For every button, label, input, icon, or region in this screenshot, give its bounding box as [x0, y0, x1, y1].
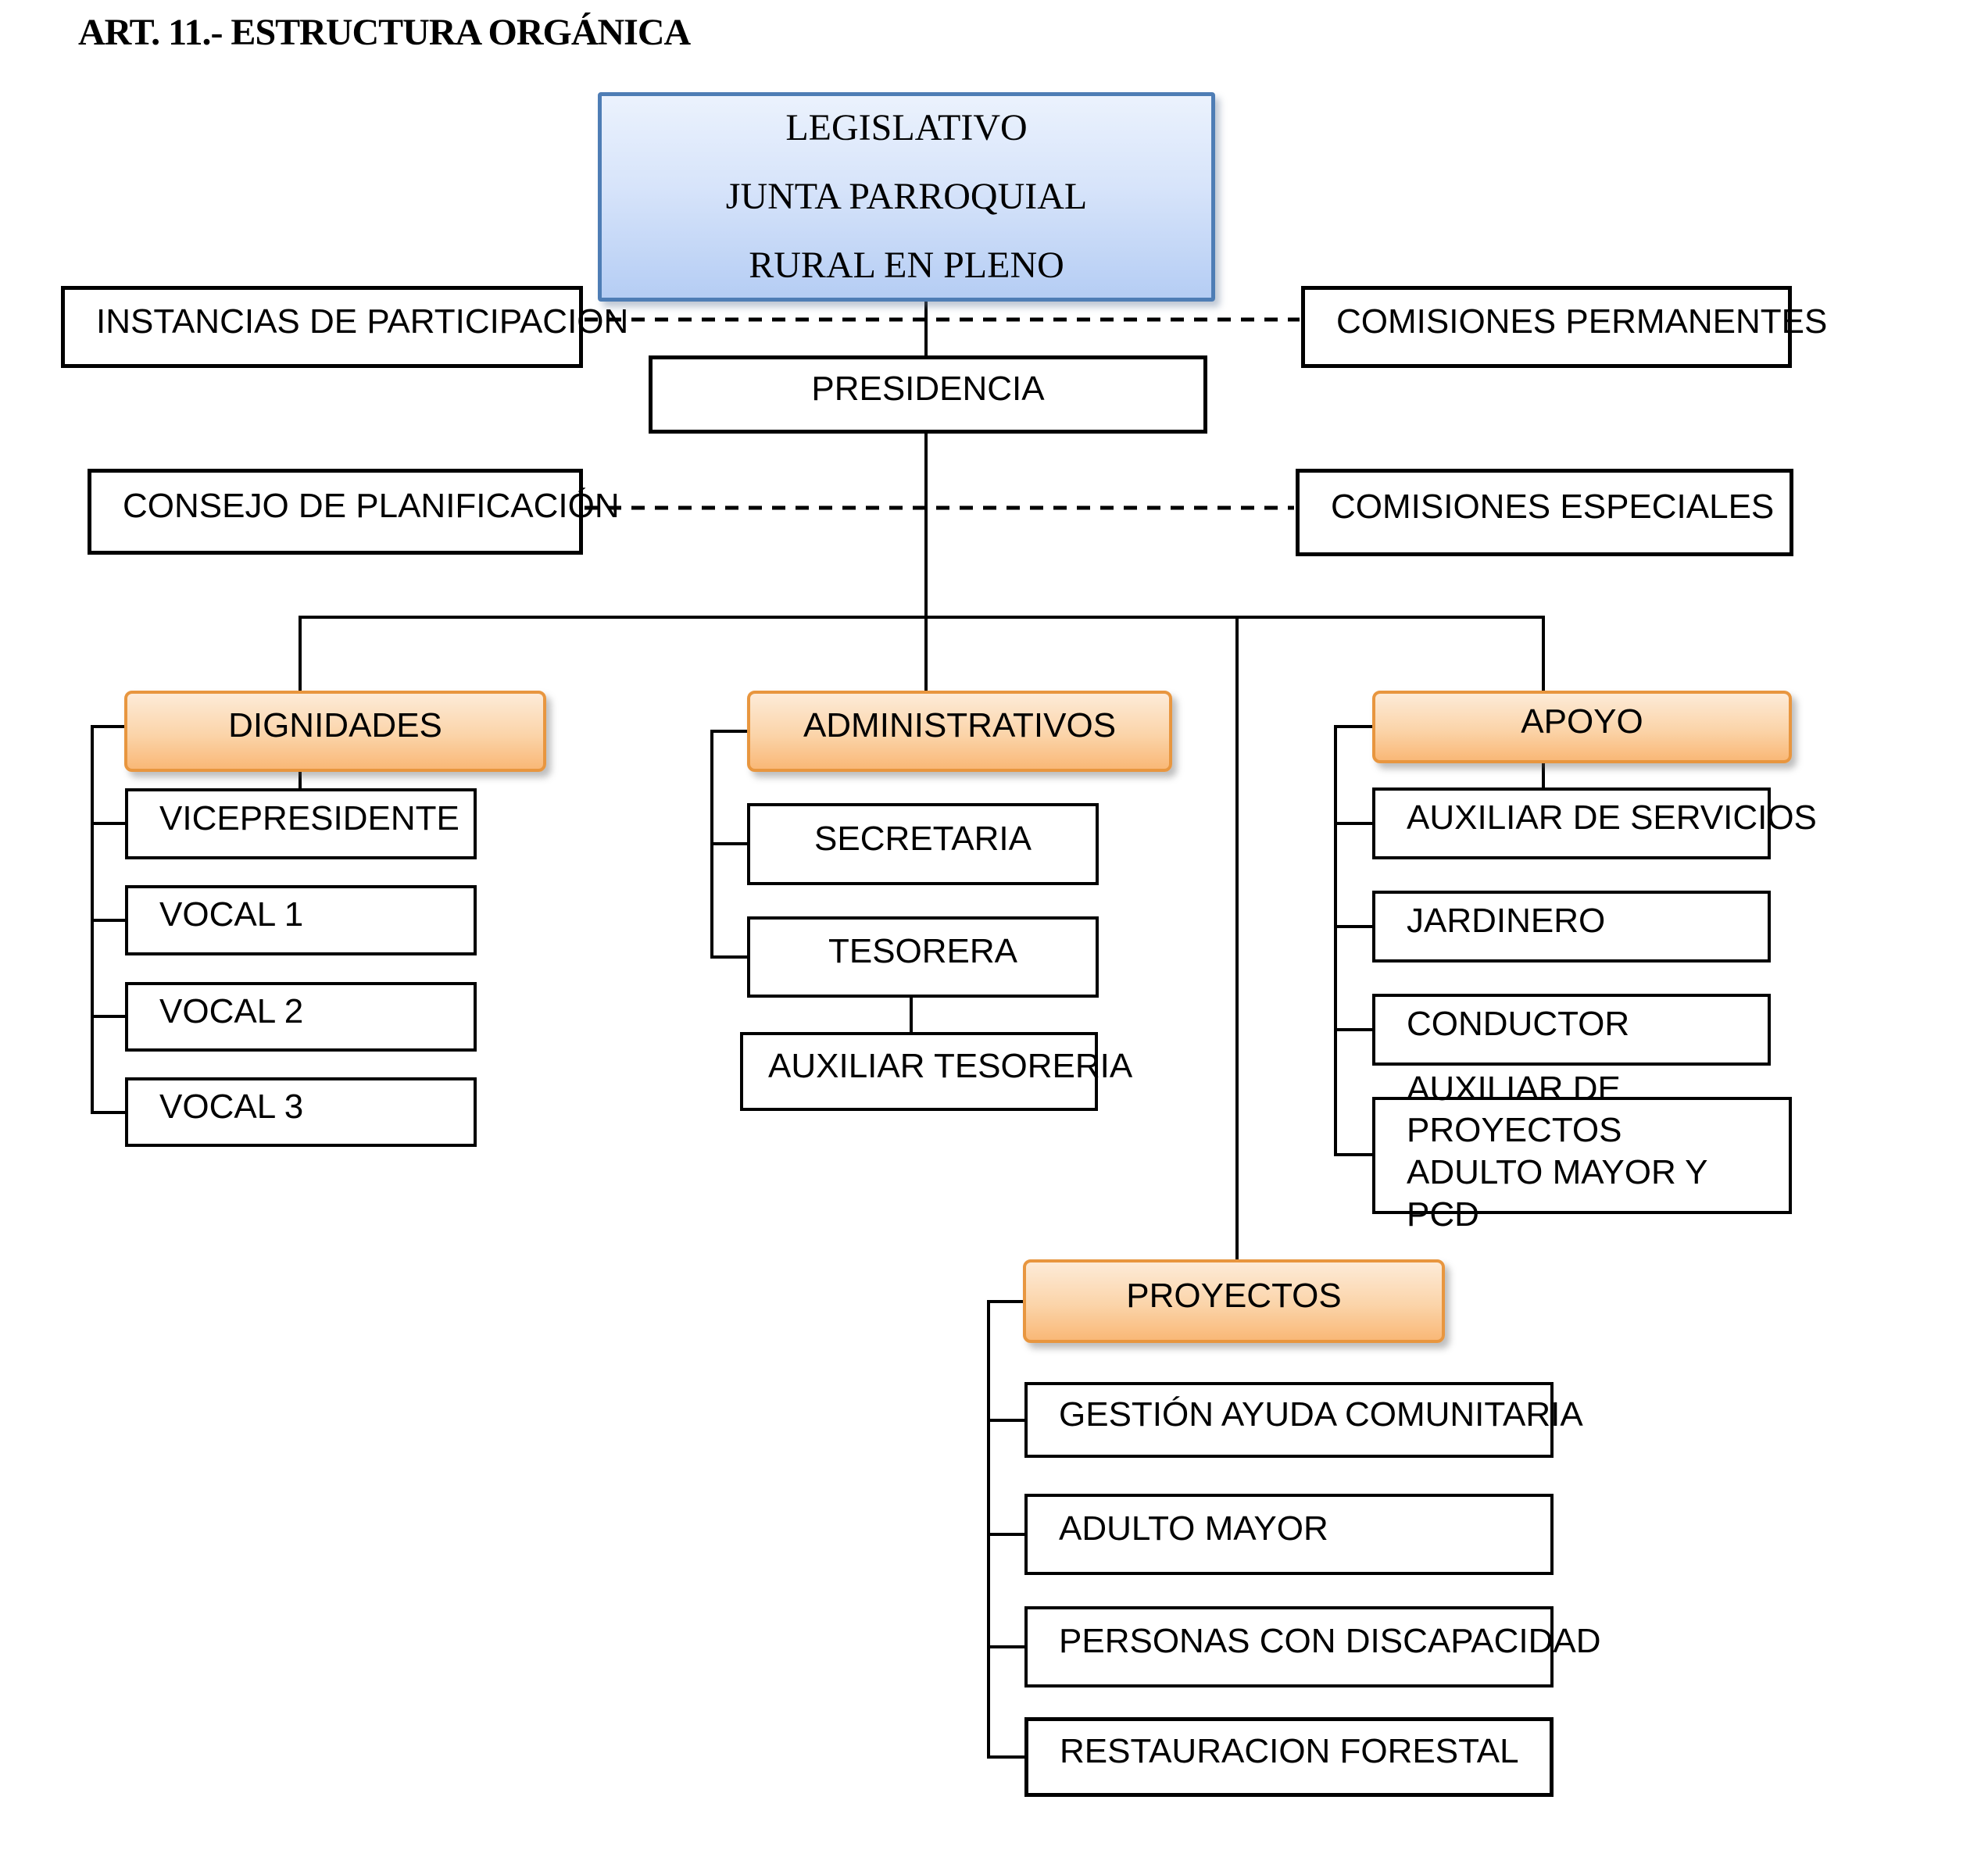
node-auxiliar-tesoreria-label: AUXILIAR TESORERIA: [768, 1046, 1133, 1085]
group-header-apoyo-label: APOYO: [1521, 702, 1643, 741]
node-gestion-ayuda-comunitaria: GESTIÓN AYUDA COMUNITARIA: [1024, 1382, 1583, 1458]
node-instancias-label: INSTANCIAS DE PARTICIPACION: [96, 302, 629, 341]
node-auxiliar-de-proyectos-line2: ADULTO MAYOR Y PCD: [1407, 1153, 1707, 1234]
page-title: ART. 11.- ESTRUCTURA ORGÁNICA: [78, 12, 691, 53]
node-conductor: CONDUCTOR: [1372, 994, 1771, 1066]
node-legislativo-line2: JUNTA PARROQUIAL: [725, 176, 1088, 217]
node-comisiones-especiales: COMISIONES ESPECIALES: [1296, 469, 1793, 556]
dashed-links: [585, 317, 1300, 510]
node-comisiones-especiales-label: COMISIONES ESPECIALES: [1331, 488, 1775, 527]
node-consejo-label: CONSEJO DE PLANIFICACIÓN: [123, 487, 620, 526]
group-header-administrativos: ADMINISTRATIVOS: [747, 691, 1172, 772]
node-comisiones-permanentes-label: COMISIONES PERMANENTES: [1336, 302, 1828, 341]
group-header-dignidades: DIGNIDADES: [124, 691, 546, 772]
node-vocal-2-label: VOCAL 2: [159, 991, 304, 1030]
node-auxiliar-de-servicios: AUXILIAR DE SERVICIOS: [1372, 788, 1817, 859]
group-header-administrativos-label: ADMINISTRATIVOS: [803, 706, 1117, 745]
node-auxiliar-de-servicios-label: AUXILIAR DE SERVICIOS: [1407, 798, 1817, 838]
group-header-apoyo: APOYO: [1372, 691, 1792, 763]
node-conductor-label: CONDUCTOR: [1407, 1005, 1630, 1044]
node-consejo-de-planificacion: CONSEJO DE PLANIFICACIÓN: [88, 469, 620, 555]
node-legislativo-line1: LEGISLATIVO: [785, 107, 1028, 148]
group-header-proyectos: PROYECTOS: [1023, 1259, 1445, 1343]
node-auxiliar-de-proyectos: AUXILIAR DE PROYECTOS ADULTO MAYOR Y PCD: [1372, 1070, 1792, 1234]
node-tesorera: TESORERA: [747, 916, 1099, 998]
node-vocal-1-label: VOCAL 1: [159, 895, 304, 934]
node-tesorera-label: TESORERA: [828, 932, 1018, 971]
node-secretaria: SECRETARIA: [747, 803, 1099, 885]
node-restauracion-forestal: RESTAURACION FORESTAL: [1024, 1717, 1554, 1797]
node-secretaria-label: SECRETARIA: [814, 819, 1032, 858]
node-jardinero: JARDINERO: [1372, 891, 1771, 962]
node-vocal-3: VOCAL 3: [125, 1077, 477, 1147]
node-jardinero-label: JARDINERO: [1407, 902, 1606, 941]
node-legislativo-line3: RURAL EN PLENO: [749, 245, 1064, 286]
node-auxiliar-de-proyectos-line1: AUXILIAR DE PROYECTOS: [1407, 1069, 1622, 1150]
group-header-dignidades-label: DIGNIDADES: [228, 706, 442, 745]
node-instancias-de-participacion: INSTANCIAS DE PARTICIPACION: [61, 286, 628, 368]
node-legislativo: LEGISLATIVO JUNTA PARROQUIAL RURAL EN PL…: [598, 92, 1215, 302]
node-vicepresidente: VICEPRESIDENTE: [125, 788, 477, 859]
group-header-proyectos-label: PROYECTOS: [1126, 1276, 1342, 1315]
node-restauracion-forestal-label: RESTAURACION FORESTAL: [1060, 1732, 1519, 1771]
solid-links: [91, 302, 1545, 1759]
node-presidencia-label: PRESIDENCIA: [811, 370, 1045, 409]
node-adulto-mayor: ADULTO MAYOR: [1024, 1494, 1554, 1575]
node-adulto-mayor-label: ADULTO MAYOR: [1059, 1509, 1328, 1548]
node-vocal-1: VOCAL 1: [125, 885, 477, 955]
node-gestion-ayuda-comunitaria-label: GESTIÓN AYUDA COMUNITARIA: [1059, 1395, 1583, 1434]
node-presidencia: PRESIDENCIA: [649, 355, 1207, 434]
node-comisiones-permanentes: COMISIONES PERMANENTES: [1301, 286, 1827, 368]
node-vocal-3-label: VOCAL 3: [159, 1087, 304, 1126]
node-personas-con-discapacidad: PERSONAS CON DISCAPACIDAD: [1024, 1606, 1601, 1688]
node-vocal-2: VOCAL 2: [125, 982, 477, 1052]
node-auxiliar-tesoreria: AUXILIAR TESORERIA: [740, 1032, 1132, 1111]
node-personas-con-discapacidad-label: PERSONAS CON DISCAPACIDAD: [1059, 1622, 1601, 1661]
node-vicepresidente-label: VICEPRESIDENTE: [159, 798, 459, 838]
